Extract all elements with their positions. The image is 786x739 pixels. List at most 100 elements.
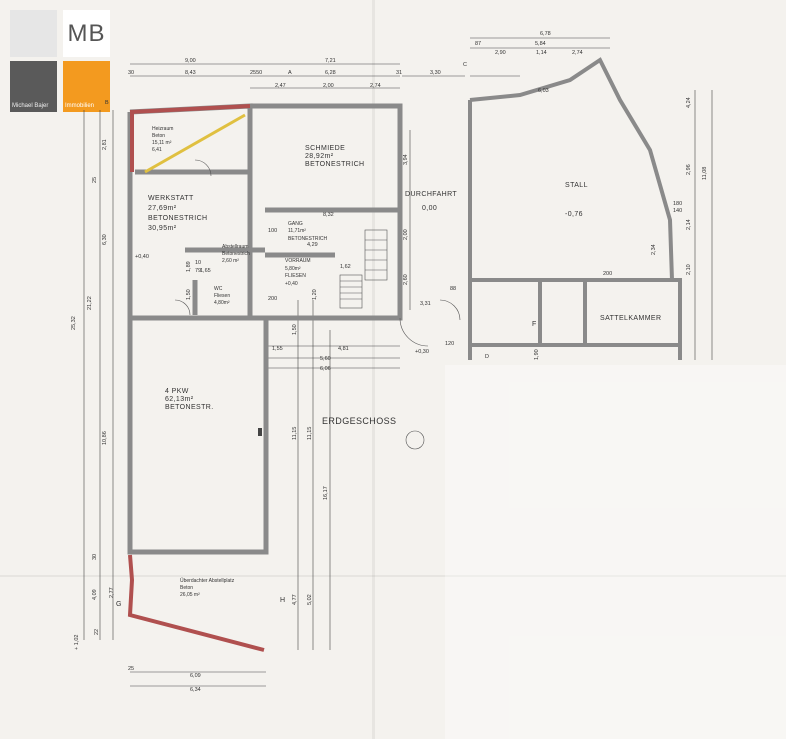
dim-label: 8,32 <box>323 212 334 218</box>
section-mark-g: G <box>116 601 121 608</box>
dim-label: 1,50 <box>186 289 192 300</box>
bottom-dimensions: 25 6,09 6,34 G H <box>116 597 285 693</box>
garage-floor: BETONESTR. <box>165 404 214 411</box>
room-labels: SCHMIEDE 28,92m² BETONESTRICH WERKSTATT … <box>148 145 661 426</box>
dim-label: 4,24 <box>686 97 692 108</box>
dim-label: 3,31 <box>420 301 431 307</box>
dim-label: 3,94 <box>403 154 409 165</box>
dim-label: +0,30 <box>415 349 429 355</box>
dim-label: 30 <box>92 554 98 560</box>
dim-label: 6,09 <box>190 673 201 679</box>
logo-tile-orange: Immobilien <box>63 61 110 112</box>
dim-label: 1,62 <box>340 264 351 270</box>
gang-area: 11,71m² <box>288 228 306 234</box>
right-dimensions: 4,24 11,08 2,96 2,14 2,34 2,10 180 140 2… <box>485 97 708 360</box>
dim-label: 25 <box>128 666 134 672</box>
abstell-area: 2,60 m² <box>222 258 239 264</box>
dim-label: 1,65 <box>200 268 211 274</box>
werkstatt-name: WERKSTATT <box>148 195 194 202</box>
dim-label: 21,22 <box>87 296 93 310</box>
logo-initials: MB <box>63 10 110 57</box>
schmiede-name: SCHMIEDE <box>305 145 345 152</box>
schmiede-area: 28,92m² <box>305 153 334 160</box>
dim-label: 4,09 <box>92 589 98 600</box>
dim-label: 11,15 <box>292 427 298 440</box>
abstell-name: Abstellraum <box>222 244 248 250</box>
dim-label: 2,10 <box>686 264 692 275</box>
logo-company: Immobilien <box>65 103 95 109</box>
dim-label: 6,30 <box>102 234 108 245</box>
heiz-area2: 6,41 <box>152 147 162 153</box>
dim-label: + 1,02 <box>74 635 80 650</box>
column <box>258 428 262 436</box>
dim-label: 2,74 <box>572 50 583 56</box>
dim-label: 4,29 <box>307 242 318 248</box>
dim-label: 30 <box>128 70 134 76</box>
schmiede-floor: BETONESTRICH <box>305 161 365 168</box>
walls <box>127 103 403 555</box>
dim-label: 1,90 <box>534 349 540 360</box>
dim-label: 88 <box>450 286 456 292</box>
dim-label: 79 <box>195 268 201 274</box>
dim-label: 5,02 <box>307 594 313 605</box>
paper-fold <box>0 575 786 577</box>
dim-label: 200 <box>603 271 612 277</box>
small-room-labels: GANG 11,71m² BETONESTRICH VORRAUM 5,80m²… <box>152 126 327 598</box>
red-walls <box>127 104 265 652</box>
wc-name: WC <box>214 286 223 292</box>
ueber-floor: Beton <box>180 585 193 591</box>
dim-label: C <box>463 62 467 68</box>
logo-tile-dark: Michael Bajer <box>10 61 57 112</box>
dim-label: 2550 <box>250 70 262 76</box>
dim-label: 1,89 <box>186 261 192 272</box>
f-label: F <box>532 321 537 328</box>
yellow-beam <box>144 113 246 174</box>
dim-label: +0,40 <box>135 254 149 260</box>
heiz-name: Heizraum <box>152 126 173 132</box>
durchfahrt-name: DURCHFAHRT <box>405 191 457 198</box>
wc-floor: Fliesen <box>214 293 230 299</box>
dim-label: 5,60 <box>320 356 331 362</box>
dim-label: 2,14 <box>686 219 692 230</box>
heiz-area: 15,11 m² <box>152 140 172 146</box>
dim-label: 2,77 <box>109 587 115 598</box>
logo-name: Michael Bajer <box>12 103 49 109</box>
logo-tile <box>10 10 57 57</box>
dim-label: 2,90 <box>495 50 506 56</box>
gang-floor: BETONESTRICH <box>288 236 327 242</box>
werkstatt-area: 27,69m² <box>148 205 177 212</box>
dim-label: 6,03 <box>538 88 549 94</box>
garage-area: 62,13m² <box>165 396 194 403</box>
dim-label: 2,81 <box>102 139 108 150</box>
dim-label: 4,81 <box>338 346 349 352</box>
left-dimensions: 25,32 21,22 6,30 2,81 10,86 4,09 + 1,02 … <box>71 139 329 650</box>
dim-label: 11,15 <box>307 427 313 440</box>
stall-level: -0,76 <box>565 211 583 218</box>
dim-label: 6,28 <box>325 70 336 76</box>
abstell-floor: Betonestrich <box>222 251 250 257</box>
durchfahrt-level: 0,00 <box>422 205 437 212</box>
dim-label: 8,43 <box>185 70 196 76</box>
dim-label: 1,55 <box>272 346 283 352</box>
werkstatt-floor: BETONESTRICH <box>148 215 208 222</box>
paper-fold <box>372 0 375 739</box>
dim-label: 2,00 <box>323 83 334 89</box>
vorraum-floor: FLIESEN <box>285 273 306 279</box>
dim-label: 100 <box>268 228 277 234</box>
dim-label: A <box>288 70 292 76</box>
dim-label: 25 <box>92 177 98 183</box>
stable-walls <box>468 57 682 360</box>
paper-glare <box>445 365 786 739</box>
dim-label: 4,77 <box>292 594 298 605</box>
dim-label: 120 <box>445 341 454 347</box>
vorraum-name: VORRAUM <box>285 258 311 264</box>
wc-area: 4,80m² <box>214 300 230 306</box>
dim-label: 31 <box>396 70 402 76</box>
dim-label: 200 <box>268 296 277 302</box>
dim-label: 1,50 <box>292 324 298 335</box>
dim-label: 9,00 <box>185 58 196 64</box>
floor-label: ERDGESCHOSS <box>322 416 396 426</box>
heiz-floor: Beton <box>152 133 165 139</box>
dim-label: 7,21 <box>325 58 336 64</box>
